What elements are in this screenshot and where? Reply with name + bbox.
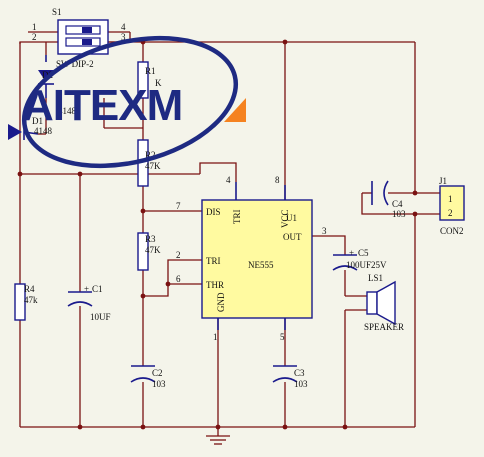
capacitor-c4 bbox=[371, 180, 389, 206]
pin-number-8: 8 bbox=[275, 175, 280, 185]
labels: S1 1 2 4 3 SW DIP-2 D2 4148 D1 4148 R1 K… bbox=[24, 7, 464, 389]
label-ls1: LS1 bbox=[368, 273, 383, 283]
pin-number-1: 1 bbox=[213, 332, 218, 342]
capacitor-c1 bbox=[67, 291, 93, 307]
label-s1-pin2: 2 bbox=[32, 32, 37, 42]
label-r1: R1 bbox=[145, 66, 156, 76]
pin-number-5: 5 bbox=[280, 332, 285, 342]
ne555-chip bbox=[201, 199, 313, 319]
label-ls1-part: SPEAKER bbox=[364, 322, 404, 332]
resistor-r4 bbox=[14, 283, 26, 321]
label-u1: U1 bbox=[286, 213, 297, 223]
speaker-ls1 bbox=[366, 280, 396, 326]
pin-number-2: 2 bbox=[176, 250, 181, 260]
label-j1-pin2: 2 bbox=[448, 208, 453, 218]
pin-tri-top-label: TRI bbox=[232, 209, 242, 224]
label-s1-pin4: 4 bbox=[121, 22, 126, 32]
capacitor-c2 bbox=[130, 365, 156, 383]
label-c4: C4 bbox=[392, 199, 403, 209]
resistor-r3 bbox=[137, 232, 149, 271]
pin-gnd-label: GND bbox=[216, 292, 226, 312]
label-r3: R3 bbox=[145, 234, 156, 244]
label-r4: R4 bbox=[24, 284, 35, 294]
connector-j1 bbox=[439, 185, 465, 221]
pin-number-3: 3 bbox=[322, 226, 327, 236]
label-d1-value: 4148 bbox=[34, 126, 53, 136]
pin-dis-label: DIS bbox=[206, 207, 221, 217]
label-c5-plus: + bbox=[349, 248, 354, 258]
resistor-r1 bbox=[137, 61, 149, 99]
label-j1: J1 bbox=[439, 176, 447, 186]
capacitor-c5 bbox=[332, 254, 358, 271]
label-j1-part: CON2 bbox=[440, 226, 464, 236]
junctions bbox=[17, 39, 418, 430]
label-c3-value: 103 bbox=[294, 379, 308, 389]
label-c1-value: 10UF bbox=[90, 312, 111, 322]
label-j1-pin1: 1 bbox=[448, 194, 453, 204]
logo-text: AITEXM bbox=[22, 81, 182, 130]
pin-tri-label: TRI bbox=[206, 256, 221, 266]
chip-part-label: NE555 bbox=[248, 260, 274, 270]
pin-number-7: 7 bbox=[176, 201, 181, 211]
label-r2: R2 bbox=[145, 150, 156, 160]
label-c5: C5 bbox=[358, 248, 369, 258]
label-c5-value: 100UF25V bbox=[346, 260, 387, 270]
pin-number-6: 6 bbox=[176, 274, 181, 284]
label-r4-value: 47k bbox=[24, 295, 38, 305]
label-c4-value: 103 bbox=[392, 209, 406, 219]
pin-number-4: 4 bbox=[226, 175, 231, 185]
pin-thr-label: THR bbox=[206, 280, 224, 290]
label-d1: D1 bbox=[32, 116, 43, 126]
label-d2-value: 4148 bbox=[58, 106, 77, 116]
label-c2: C2 bbox=[152, 368, 163, 378]
label-s1-pin1: 1 bbox=[32, 22, 37, 32]
logo-accent-triangle bbox=[224, 98, 246, 122]
label-s1: S1 bbox=[52, 7, 62, 17]
pin-vcc-label: VCC bbox=[280, 209, 290, 228]
label-s1-part: SW DIP-2 bbox=[56, 59, 94, 69]
label-c1-plus: + bbox=[84, 284, 89, 294]
label-c1: C1 bbox=[92, 284, 103, 294]
pin-out-label: OUT bbox=[283, 232, 302, 242]
label-r2-value: 47K bbox=[145, 161, 161, 171]
label-r1-value: K bbox=[155, 78, 162, 88]
aitexm-logo: AITEXM bbox=[21, 35, 246, 169]
label-c3: C3 bbox=[294, 368, 305, 378]
capacitor-c3 bbox=[272, 365, 298, 383]
label-r3-value: 47K bbox=[145, 245, 161, 255]
label-c2-value: 103 bbox=[152, 379, 166, 389]
label-s1-pin3: 3 bbox=[121, 32, 126, 42]
